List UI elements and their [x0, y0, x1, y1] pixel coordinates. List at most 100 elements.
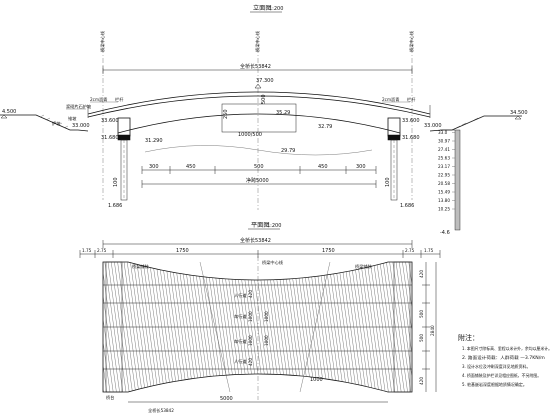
right-vdim-2: 500	[419, 310, 424, 318]
lane-label-3: 车行道	[234, 338, 247, 345]
plan-top-mid-note: 桥梁中心线	[262, 259, 284, 266]
hatch-line	[60, 262, 78, 392]
borehole-label: 10.25	[438, 207, 450, 212]
right-bank	[429, 115, 522, 132]
hatch-line	[103, 262, 104, 392]
left-rail-label: 栏杆	[115, 96, 124, 103]
borehole-label: 30.97	[438, 139, 450, 144]
bottom-dim-2: 5000	[220, 396, 233, 402]
borehole-labels: 33.030.9727.4125.6323.1722.9520.5815.491…	[438, 130, 455, 212]
note-item: 4. 桥面铺装及护栏详见相应图纸，不另附图。	[462, 372, 541, 379]
note-item: 2. 路面设计荷载：人群荷载 —3.7KN/m	[462, 354, 545, 361]
left-abutment	[117, 117, 131, 137]
lane-label-2: 车行道	[234, 313, 247, 320]
deck-bottom	[87, 95, 431, 118]
overall-width: 2840	[430, 325, 435, 336]
water-elev: 29.79	[281, 148, 295, 154]
borehole-label: 20.58	[438, 181, 450, 186]
left-edge-elev: 4.500	[2, 109, 16, 115]
plan-scale: 1:200	[267, 223, 281, 229]
plan-right-abutment	[393, 261, 411, 393]
dim-500-label: 500	[261, 94, 267, 104]
hatch-line	[76, 262, 94, 392]
right-vdim-4: 420	[419, 377, 424, 385]
width-label-2: 1000	[248, 311, 253, 322]
width-label-4: 420	[248, 358, 253, 366]
hatch-line	[103, 262, 107, 392]
deck-left-label: 2cm沥青	[90, 96, 107, 103]
plan-right-dim-1: 2.75	[405, 248, 415, 253]
dim-500-mid: 500	[254, 164, 264, 170]
centerline-right-label: 桥梁中心线	[408, 30, 415, 52]
hatch-line	[444, 262, 462, 392]
left-spring-elev: 33.600	[101, 118, 119, 124]
pile-100-right: 100	[385, 177, 391, 187]
left-slope-note: 护坡	[52, 120, 61, 127]
note-item: 1. 本图尺寸除标高、里程以米计外，余均以厘米计。	[462, 345, 552, 352]
hatch-line	[79, 262, 97, 392]
dim-300-left: 300	[149, 164, 159, 170]
plan-left-abutment	[105, 261, 123, 393]
width-label-3: 1000	[248, 335, 253, 346]
borehole-label: 22.95	[438, 173, 450, 178]
plan-title: 平面图	[251, 222, 270, 229]
right-vdim-1: 420	[419, 270, 424, 278]
deck-outline	[102, 261, 413, 393]
dim-1000-500: 1000/500	[238, 132, 262, 138]
elevation-total-length: 全桥长53842	[240, 63, 271, 70]
borehole-label: 23.17	[438, 164, 450, 169]
hatch-line	[63, 262, 81, 392]
crown-elevation: 37.300	[256, 78, 274, 84]
elevation-view: 立面图 1:200 桥梁中心线 桥梁中心线 桥梁中心线 全桥长53842 37.…	[0, 4, 528, 236]
lane-label-4: 人行道	[234, 358, 247, 365]
notes-title: 附注：	[458, 333, 479, 342]
right-abutment	[387, 117, 401, 137]
elevation-title: 立面图	[253, 4, 272, 12]
hatch-line	[103, 262, 111, 392]
borehole-label: 13.80	[438, 198, 450, 203]
borehole-label: 25.63	[438, 156, 450, 161]
hatch-line	[408, 262, 412, 392]
right-edge-elev: 34.500	[510, 110, 528, 116]
hatch-line	[405, 262, 412, 392]
notes-block: 附注： 1. 本图尺寸除标高、里程以米计外，余均以厘米计。 2. 路面设计荷载：人…	[458, 333, 552, 388]
borehole-label: 15.49	[438, 190, 450, 195]
hatch-line	[441, 262, 459, 392]
bottom-note: 全桥长53842	[148, 407, 174, 414]
plan-top-left-note: 桥梁铺装	[132, 263, 150, 270]
pile-tip-right: 1.686	[400, 203, 414, 209]
left-base-elev: 31.680	[101, 135, 119, 141]
notes-items: 1. 本图尺寸除标高、里程以米计外，余均以厘米计。 2. 路面设计荷载：人群荷载 …	[462, 345, 552, 388]
clear-span-label: 净跨5000	[246, 177, 269, 184]
borehole-label: 33.0	[438, 130, 448, 135]
right-vdim-3: 500	[419, 334, 424, 342]
pile-tip-left: 1.686	[108, 203, 122, 209]
bottom-dim-1: 1000	[310, 377, 323, 383]
dim-450-right: 450	[318, 164, 328, 170]
dim-300-right: 300	[356, 164, 366, 170]
crown-box	[221, 103, 297, 133]
water-line	[144, 145, 373, 156]
hatch-line	[70, 262, 88, 392]
plan-left-dim-2: 2.75	[97, 248, 107, 253]
centerline-left-label: 桥梁中心线	[99, 30, 106, 52]
hatch-line	[66, 262, 84, 392]
pile-100-left: 100	[113, 177, 119, 187]
right-base-elev: 31.680	[402, 135, 420, 141]
dim-450-left: 450	[186, 164, 196, 170]
plan-left-dim-1: 1.75	[82, 248, 92, 253]
left-note-a: 浆砌片石护坡	[66, 103, 92, 110]
plan-view: 平面图 1:200 全桥长53842 1.75 2.75 2.75 1.75 1…	[60, 222, 462, 414]
hatch-line	[73, 262, 91, 392]
deck-top	[87, 91, 431, 115]
right-spring-elev: 33.600	[402, 118, 420, 124]
arch-right-elev: 32.79	[318, 124, 332, 130]
note-item: 5. 桩基嵌岩深度根据地质情况确定。	[462, 381, 527, 388]
left-bank-elev: 33.000	[72, 123, 90, 129]
centerline-mid-label: 桥梁中心线	[254, 30, 261, 52]
deck-arch	[117, 113, 401, 134]
hatch-line	[82, 262, 100, 392]
note-item: 3. 设计水位及冲刷深度详见地质资料。	[462, 363, 530, 370]
bottom-left-note: 桥台	[106, 394, 114, 401]
